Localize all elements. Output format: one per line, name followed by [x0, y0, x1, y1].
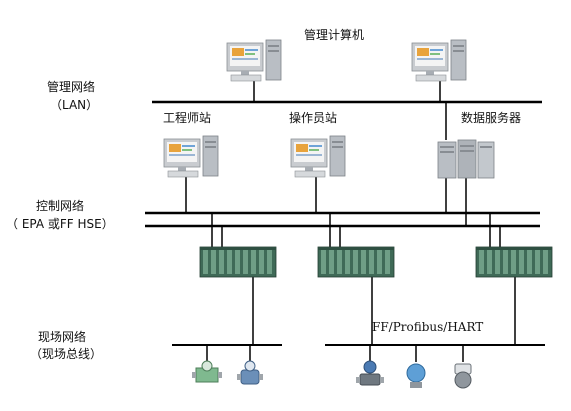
management-computer-1-icon: [226, 39, 282, 82]
management-computer-label: 管理计算机: [304, 28, 365, 42]
data-server-icon: [437, 139, 495, 179]
field-device-5-icon: [454, 363, 472, 389]
field-bus-label: （现场总线）: [30, 347, 103, 361]
control-network-label: 控制网络: [36, 199, 85, 213]
field-network-label: 现场网络: [38, 330, 87, 344]
fieldbus-protocol-label: FF/Profibus/HART: [372, 320, 484, 334]
operator-station-icon: [290, 135, 346, 178]
field-device-1-icon: [192, 360, 222, 383]
controller-1-icon: [199, 246, 277, 278]
engineer-station-label: 工程师站: [163, 111, 212, 125]
controller-3-icon: [475, 246, 553, 278]
field-device-2-icon: [237, 360, 263, 385]
field-device-4-icon: [406, 363, 426, 388]
control-protocol-label: （ EPA 或FF HSE）: [6, 217, 114, 231]
management-network-label: 管理网络: [47, 80, 96, 94]
field-device-3-icon: [356, 360, 384, 386]
management-computer-2-icon: [411, 39, 467, 82]
controller-2-icon: [317, 246, 395, 278]
lan-label: （LAN）: [50, 98, 99, 112]
engineer-station-icon: [163, 135, 219, 178]
data-server-label: 数据服务器: [461, 111, 522, 125]
operator-station-label: 操作员站: [289, 111, 338, 125]
